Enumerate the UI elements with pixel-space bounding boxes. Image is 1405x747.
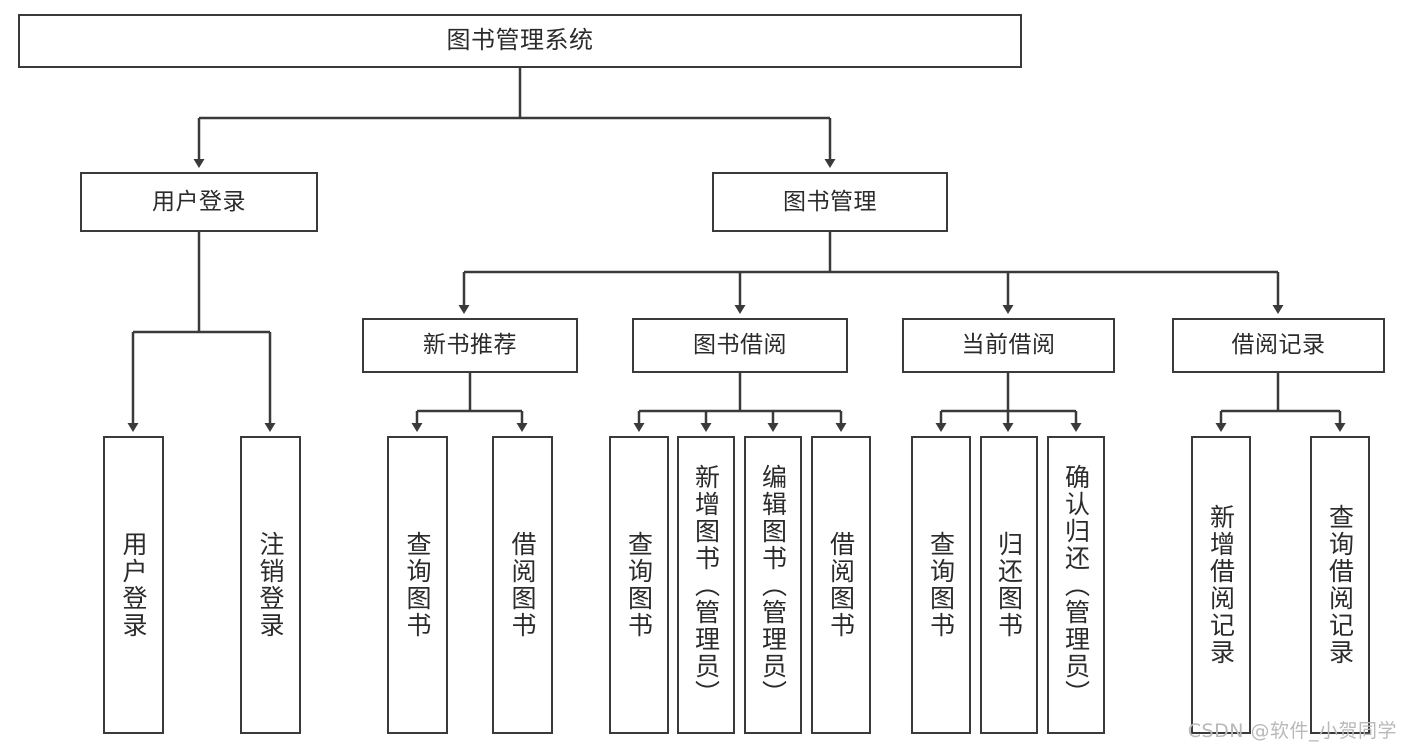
leaf-book-borrow-borrow-book[interactable]: 借阅图书	[811, 436, 871, 734]
node-book-borrow[interactable]: 图书借阅	[632, 318, 848, 373]
node-label: 新增借阅记录	[1206, 504, 1236, 666]
node-user-login[interactable]: 用户登录	[80, 172, 318, 232]
leaf-borrow-record-add-record[interactable]: 新增借阅记录	[1191, 436, 1251, 734]
node-new-book-recommend[interactable]: 新书推荐	[362, 318, 578, 373]
leaf-borrow-record-query-record[interactable]: 查询借阅记录	[1310, 436, 1370, 734]
node-label: 借阅图书	[508, 531, 537, 639]
node-label: 注销登录	[256, 531, 285, 639]
node-label: 用户登录	[119, 531, 148, 639]
leaf-new-book-query-book[interactable]: 查询图书	[387, 436, 448, 734]
node-label: 新增图书（管理员）	[691, 463, 721, 707]
node-label: 新书推荐	[423, 332, 517, 359]
node-label: 用户登录	[152, 188, 246, 215]
node-label: 借阅图书	[826, 531, 856, 639]
node-label: 确认归还（管理员）	[1061, 463, 1091, 707]
node-borrow-record[interactable]: 借阅记录	[1172, 318, 1385, 373]
node-label: 编辑图书（管理员）	[758, 463, 788, 707]
leaf-user-login-logout[interactable]: 注销登录	[240, 436, 301, 734]
node-label: 图书借阅	[693, 332, 787, 359]
leaf-user-login-login[interactable]: 用户登录	[103, 436, 164, 734]
node-label: 查询借阅记录	[1325, 504, 1355, 666]
node-label: 图书管理	[783, 188, 877, 215]
leaf-new-book-borrow-book[interactable]: 借阅图书	[492, 436, 553, 734]
leaf-current-borrow-return-book[interactable]: 归还图书	[980, 436, 1038, 734]
leaf-book-borrow-add-book[interactable]: 新增图书（管理员）	[677, 436, 735, 734]
node-current-borrow[interactable]: 当前借阅	[902, 318, 1115, 373]
node-root-system[interactable]: 图书管理系统	[18, 14, 1022, 68]
node-label: 查询图书	[926, 531, 956, 639]
leaf-current-borrow-query-book[interactable]: 查询图书	[911, 436, 971, 734]
node-label: 查询图书	[403, 531, 432, 639]
leaf-book-borrow-edit-book[interactable]: 编辑图书（管理员）	[744, 436, 802, 734]
node-label: 借阅记录	[1231, 332, 1326, 359]
node-label: 查询图书	[624, 531, 654, 639]
watermark-text: CSDN @软件_小贺同学	[1187, 720, 1397, 742]
leaf-current-borrow-confirm-return[interactable]: 确认归还（管理员）	[1047, 436, 1105, 734]
leaf-book-borrow-query-book[interactable]: 查询图书	[609, 436, 669, 734]
node-label: 当前借阅	[961, 332, 1056, 359]
node-label: 归还图书	[994, 531, 1024, 639]
node-book-management[interactable]: 图书管理	[712, 172, 948, 232]
node-label: 图书管理系统	[446, 26, 594, 55]
